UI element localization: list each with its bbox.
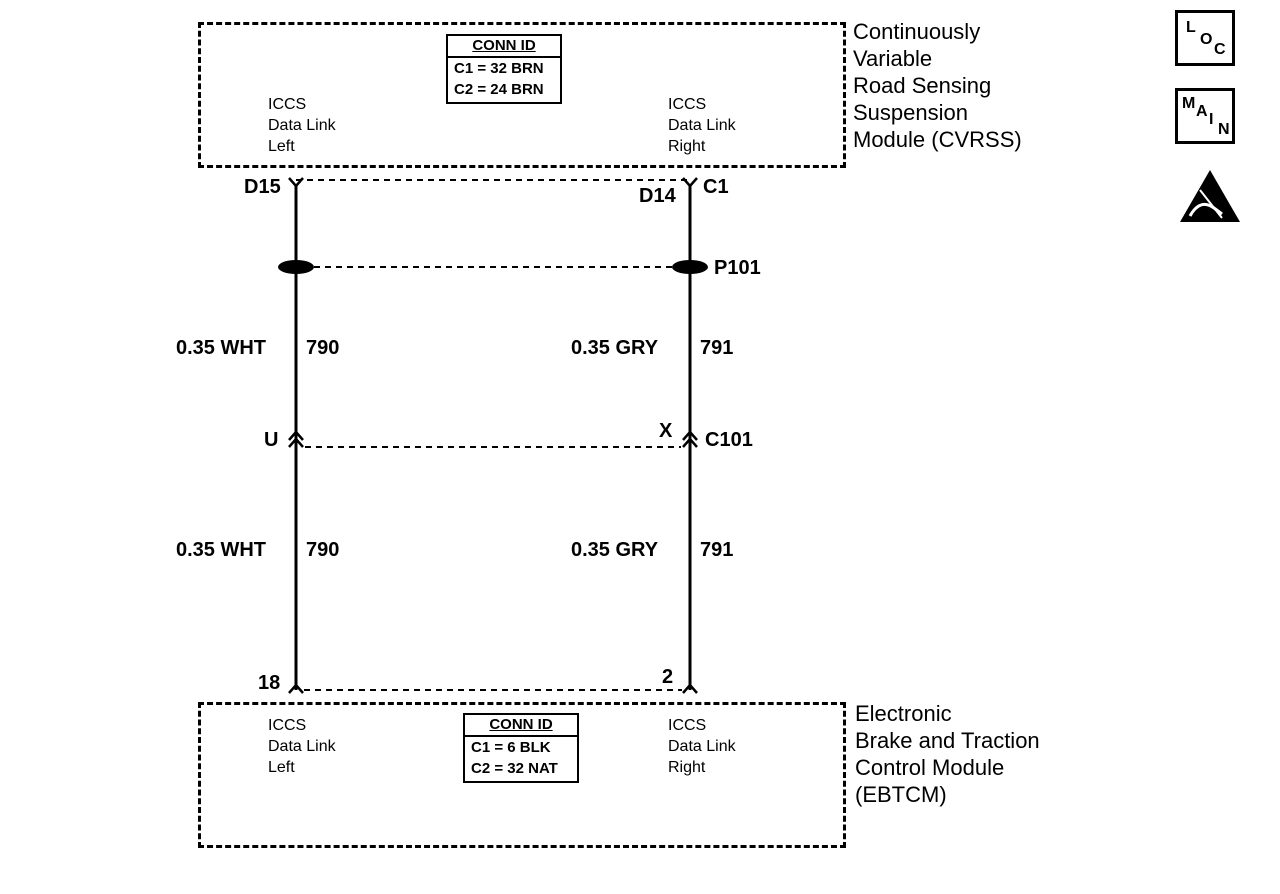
- conn-id-title: CONN ID: [465, 715, 577, 737]
- pin-2-label: 2: [662, 666, 674, 688]
- c101-cavity-u: U: [264, 429, 279, 451]
- pin-d14-symbol: [682, 177, 698, 188]
- bottom-left-label: ICCS Data Link Left: [268, 717, 336, 776]
- wire-791-lower-circuit: 791: [700, 539, 734, 561]
- splice-right: [672, 260, 708, 274]
- cvrss-module-name: Continuously Variable Road Sensing Suspe…: [853, 19, 1022, 152]
- ebtcm-module-name: Electronic Brake and Traction Control Mo…: [855, 701, 1040, 807]
- c101-label: C101: [705, 429, 753, 451]
- c101-cavity-x: X: [659, 420, 673, 442]
- conn-id-title: CONN ID: [448, 36, 560, 58]
- wire-791-lower-color: 0.35 GRY: [571, 539, 659, 561]
- bottom-right-label: ICCS Data Link Right: [668, 717, 736, 776]
- pin-d14-label: D14: [639, 185, 676, 207]
- pin-d15-label: D15: [244, 176, 281, 198]
- pin-2-symbol: [682, 683, 698, 694]
- wire-790-lower-circuit: 790: [306, 539, 340, 561]
- top-conn-id-table: CONN ID C1 = 32 BRN C2 = 24 BRN: [446, 34, 562, 104]
- top-right-label: ICCS Data Link Right: [668, 96, 736, 155]
- connector-c1-label: C1: [703, 176, 729, 198]
- conn-id-row: C2 = 32 NAT: [471, 760, 558, 777]
- bottom-conn-id-table: CONN ID C1 = 6 BLK C2 = 32 NAT: [463, 713, 579, 783]
- c101-right-symbol: [682, 430, 698, 448]
- esd-warning-icon: [1180, 170, 1240, 222]
- conn-id-row: C1 = 6 BLK: [471, 739, 551, 756]
- wire-791-upper-color: 0.35 GRY: [571, 337, 659, 359]
- top-left-label: ICCS Data Link Left: [268, 96, 336, 155]
- wire-791-upper-circuit: 791: [700, 337, 734, 359]
- splice-left: [278, 260, 314, 274]
- wire-790-lower-color: 0.35 WHT: [176, 539, 267, 561]
- pin-18-label: 18: [258, 672, 281, 694]
- ebtcm-module-box: [198, 702, 846, 848]
- main-icon[interactable]: M A I N: [1175, 88, 1235, 144]
- cvrss-module-box: [198, 22, 846, 168]
- splice-p101-label: P101: [714, 257, 761, 279]
- pin-d15-symbol: [288, 177, 304, 188]
- wire-790-upper-circuit: 790: [306, 337, 340, 359]
- loc-icon[interactable]: L O C: [1175, 10, 1235, 66]
- pin-18-symbol: [288, 683, 304, 694]
- c101-left-symbol: [288, 430, 304, 448]
- conn-id-row: C2 = 24 BRN: [454, 81, 544, 98]
- wire-790-upper-color: 0.35 WHT: [176, 337, 267, 359]
- conn-id-row: C1 = 32 BRN: [454, 60, 544, 77]
